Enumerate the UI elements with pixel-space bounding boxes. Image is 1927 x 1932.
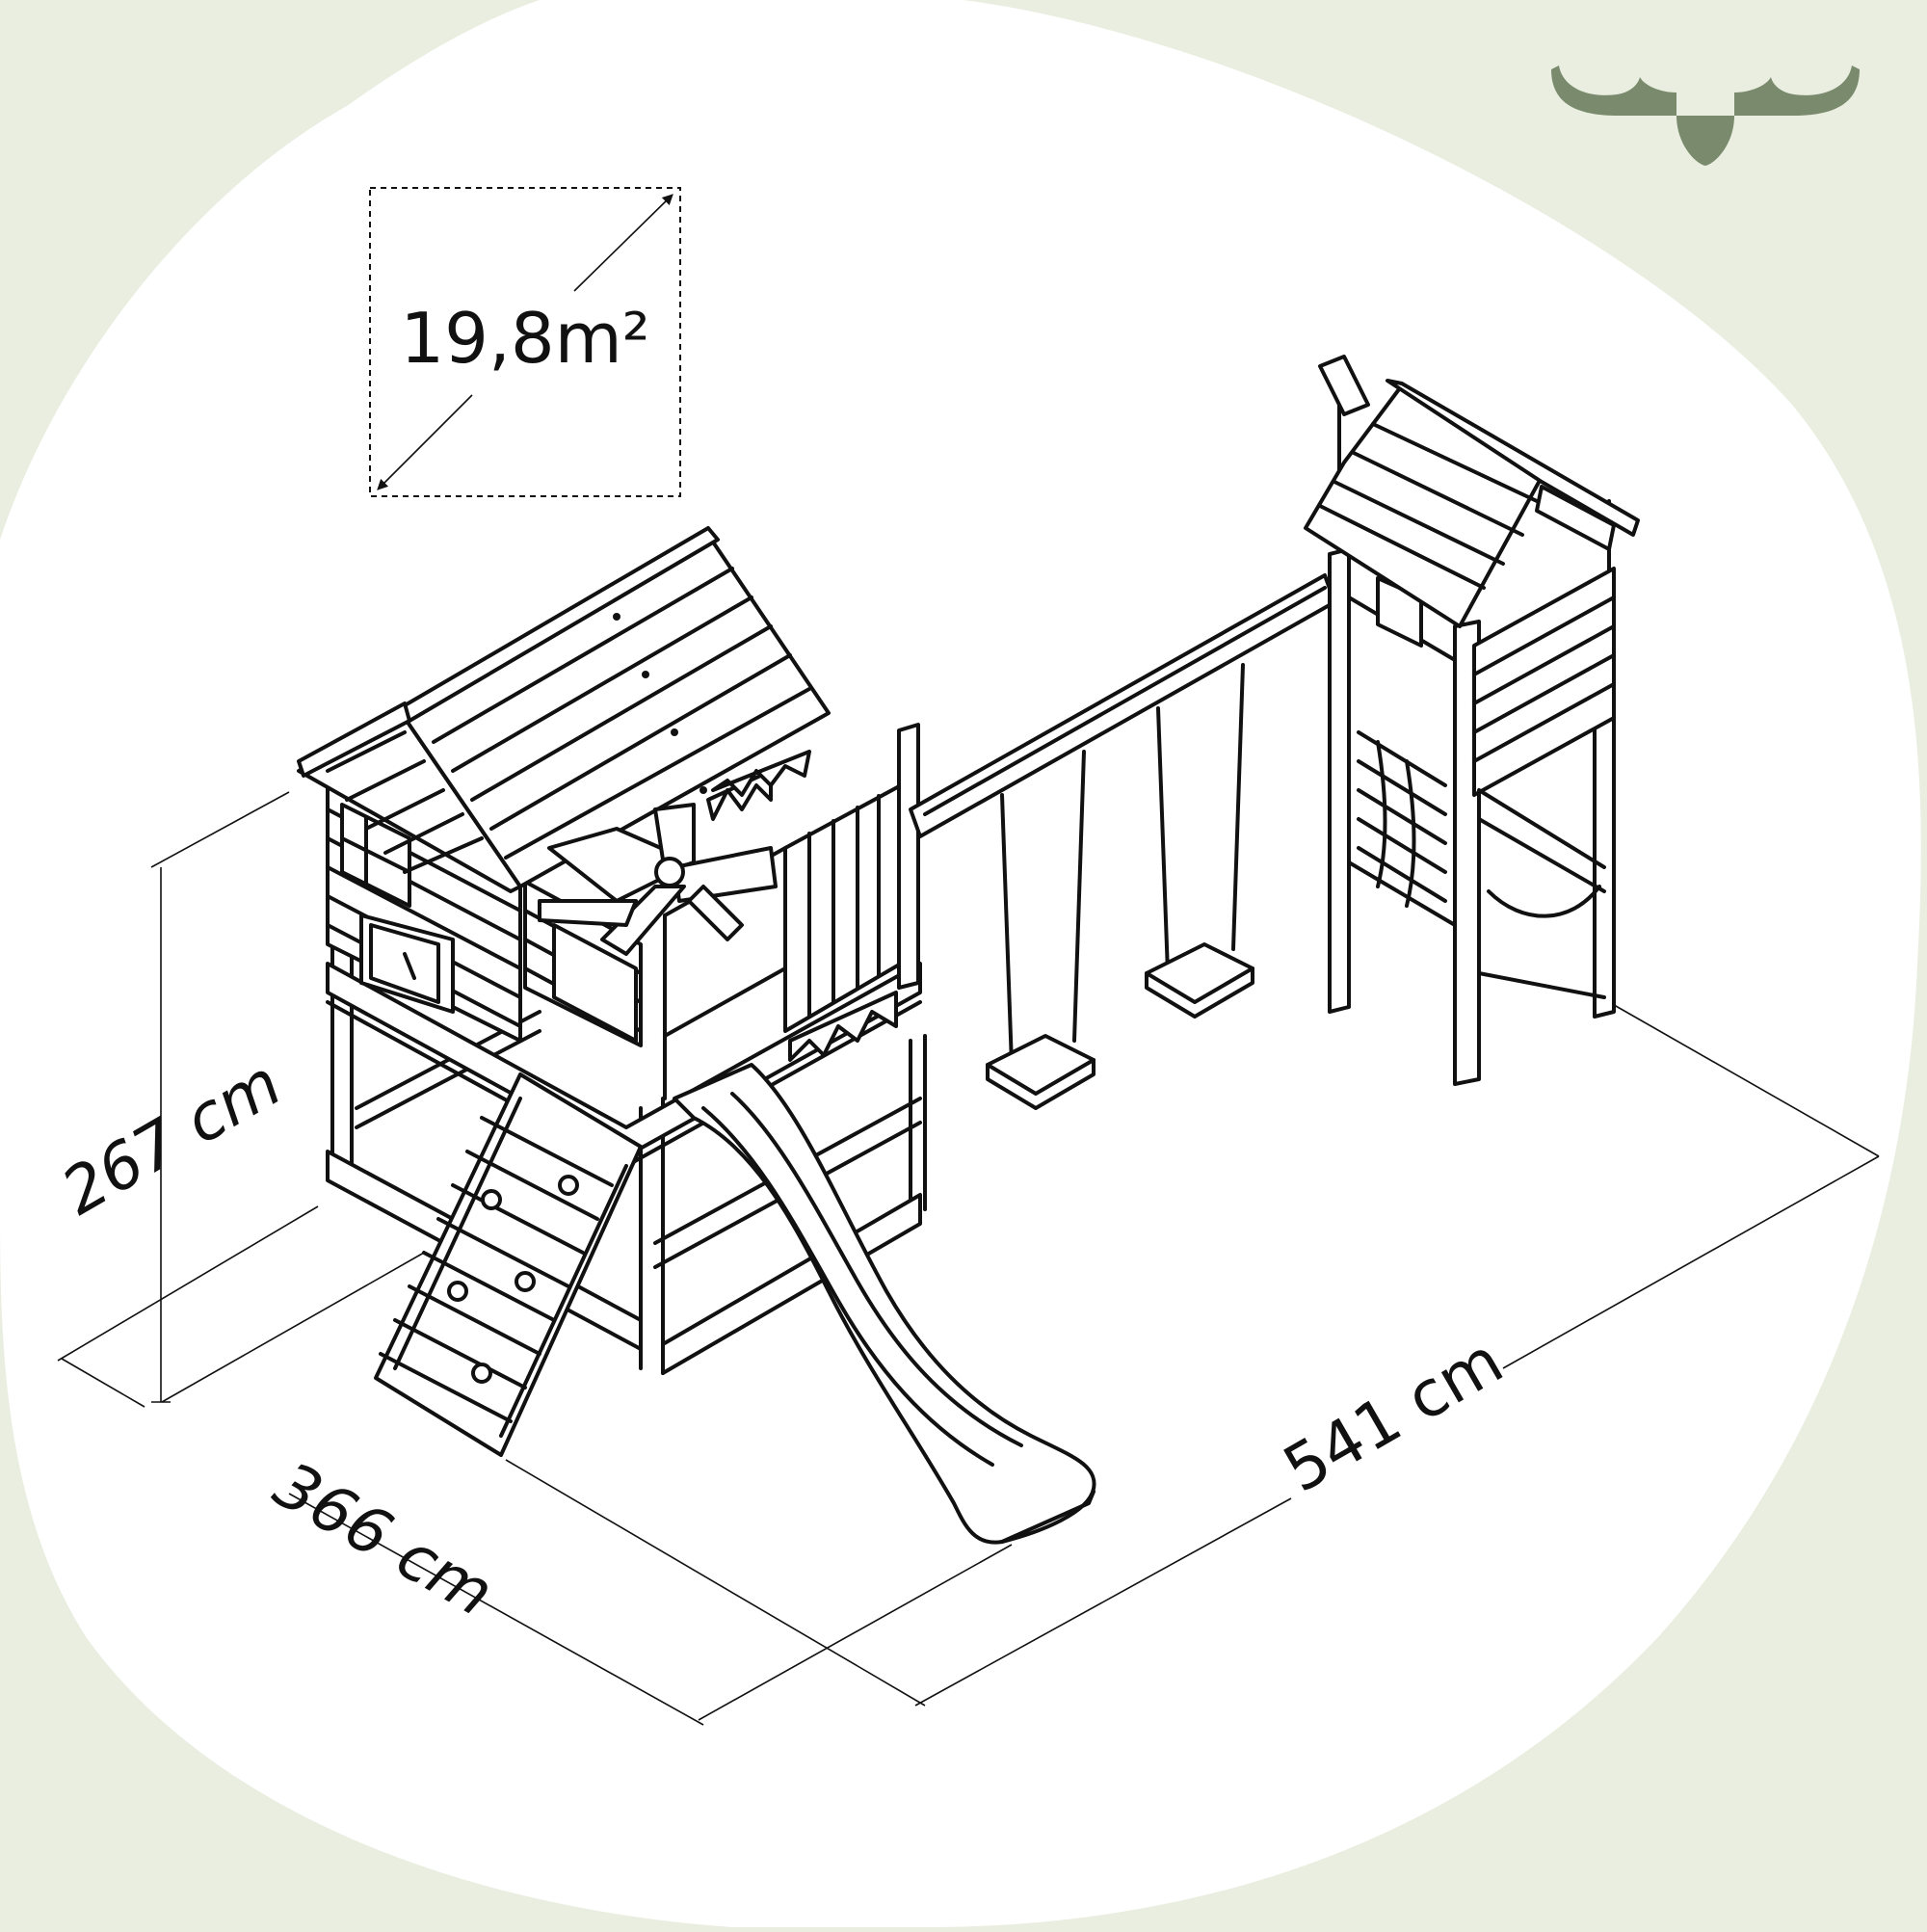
area-indicator: 19,8m² [369,187,681,497]
playhouse-roof [297,526,831,893]
area-label: 19,8m² [400,298,649,379]
dimension-lines [57,791,1880,1726]
moose-antler-icon [1551,66,1860,166]
climbing-ramp [374,1072,643,1457]
slide [673,1063,1096,1545]
windmill-decoration [538,803,778,956]
lookout-tower [1304,355,1640,1086]
